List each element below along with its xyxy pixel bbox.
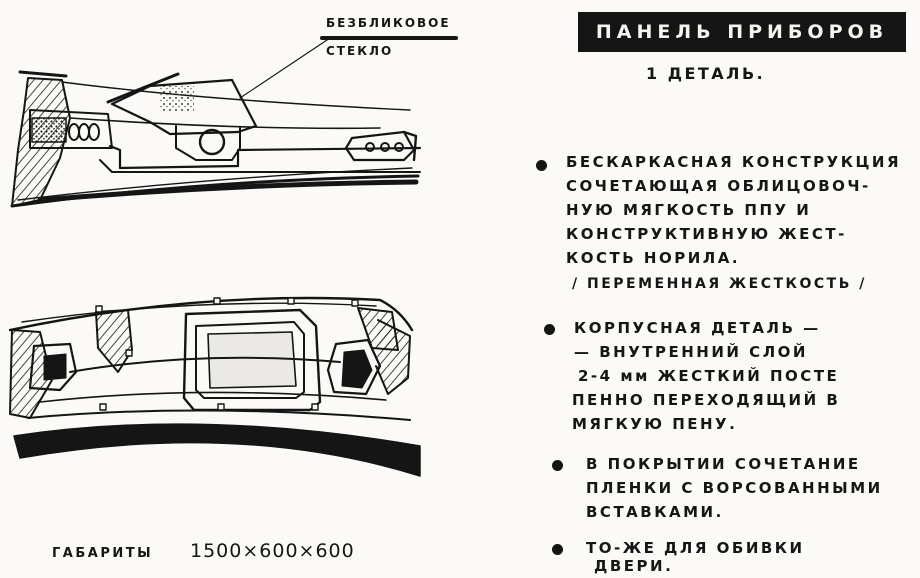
bullet-dot — [536, 160, 547, 171]
bullet-3-line-1: В ПОКРЫТИИ СОЧЕТАНИЕ — [586, 455, 861, 473]
callout-line-2: СТЕКЛО — [326, 44, 394, 58]
bullet-2-line-2: — ВНУТРЕННИЙ СЛОЙ — [574, 343, 808, 361]
bullet-dot — [552, 544, 563, 555]
dashboard-sketches — [8, 36, 458, 477]
subtitle: 1 ДЕТАЛЬ. — [646, 64, 766, 83]
page-title: ПАНЕЛЬ ПРИБОРОВ — [578, 12, 906, 52]
bullet-2-line-5: МЯГКУЮ ПЕНУ. — [572, 415, 738, 433]
callout-line-1: БЕЗБЛИКОВОЕ — [326, 16, 451, 30]
bullet-4-line-1: ТО-ЖЕ ДЛЯ ОБИВКИ — [586, 539, 805, 557]
bullet-1-line-2: СОЧЕТАЮЩАЯ ОБЛИЦОВОЧ- — [566, 177, 871, 195]
bullet-1-line-1: БЕСКАРКАСНАЯ КОНСТРУКЦИЯ — [566, 153, 902, 171]
bullet-1-line-4: КОНСТРУКТИВНУЮ ЖЕСТ- — [566, 225, 847, 243]
dimensions-value: 1500×600×600 — [190, 540, 355, 562]
note-variable-stiffness: / ПЕРЕМЕННАЯ ЖЕСТКОСТЬ / — [572, 276, 867, 292]
dimensions-label: ГАБАРИТЫ — [52, 546, 154, 561]
bullet-3-line-2: ПЛЕНКИ С ВОРСОВАННЫМИ — [586, 479, 883, 497]
bullet-dot — [552, 460, 563, 471]
bullet-2-line-4: ПЕННО ПЕРЕХОДЯЩИЙ В — [572, 391, 841, 409]
bullet-dot — [544, 324, 555, 335]
bullet-2-line-3: 2-4 мм ЖЕСТКИЙ ПОСТЕ — [578, 367, 840, 385]
bullet-2-line-1: КОРПУСНАЯ ДЕТАЛЬ — — [574, 319, 821, 337]
bullet-1-line-5: КОСТЬ НОРИЛА. — [566, 249, 741, 267]
perspective-view-sketch — [8, 296, 421, 477]
section-view-sketch — [10, 36, 458, 208]
bullet-3-line-3: ВСТАВКАМИ. — [586, 503, 724, 521]
bullet-4-line-2: ДВЕРИ. — [594, 557, 674, 575]
bullet-1-line-3: НУЮ МЯГКОСТЬ ППУ И — [566, 201, 812, 219]
